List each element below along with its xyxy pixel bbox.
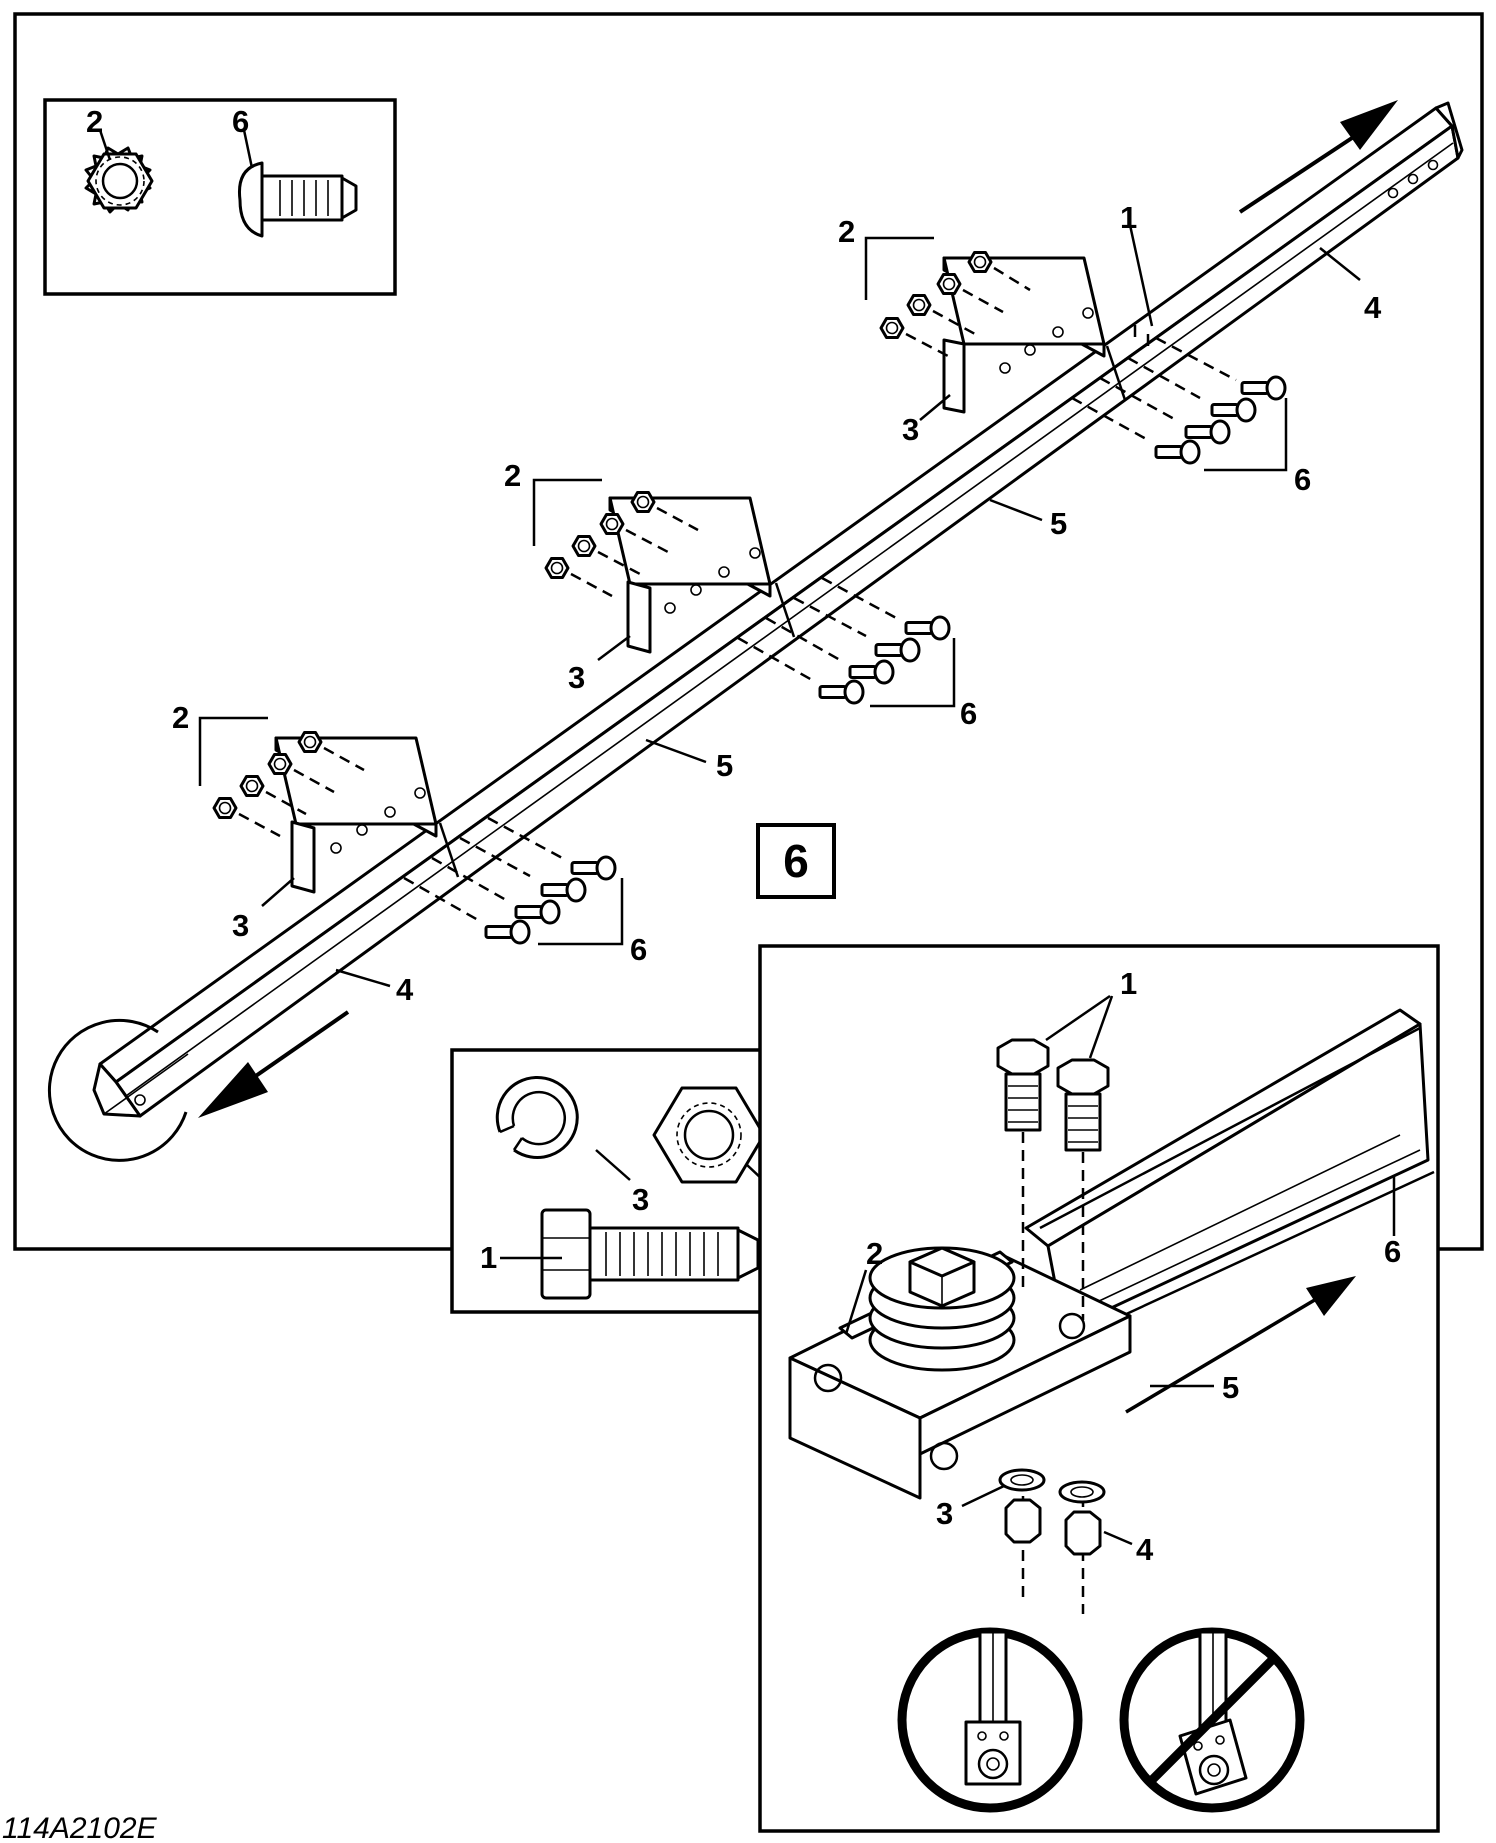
rail-coupler-low [212,731,617,945]
inset-fasteners-label-washer: 3 [632,1182,649,1217]
label-top-coupler-1: 1 [1120,200,1137,235]
label-low-coupler-2: 2 [172,700,189,735]
label-bottom-rail-4: 4 [396,972,414,1007]
rail-coupler-top [879,251,1287,465]
hex-bolt-icon [540,1208,760,1300]
part-code: 114A2102E [2,1812,158,1843]
washer-nut-stack [998,1468,1106,1556]
step-number-box [756,823,836,899]
rail-coupler-middle [544,491,951,705]
direction-arrow-bottom [198,1010,350,1118]
incorrect-orientation-icon [1119,1627,1305,1813]
inset-hardware: 2 6 [43,98,397,296]
correct-orientation-icon [897,1627,1083,1813]
label-top-coupler-2: 2 [838,214,855,249]
label-top-coupler-6: 6 [1294,462,1311,497]
hex-bolt-pair [996,1038,1110,1614]
label-low-coupler-6: 6 [630,932,647,967]
label-mid-coupler-6: 6 [960,696,977,731]
label-top-coupler-3: 3 [902,412,919,447]
rail-section-inset [1024,1008,1435,1342]
lock-washer-icon [495,1075,579,1159]
label-low-rail-5: 5 [716,748,733,783]
direction-arrow-top [1238,100,1398,214]
inset-fasteners-label-bolt: 1 [480,1240,497,1275]
trolley-bracket-icon [788,1246,1132,1500]
label-mid-coupler-2: 2 [504,458,521,493]
label-top-rail-4: 4 [1364,290,1382,325]
inset-bracket-label-washer: 3 [936,1496,953,1531]
callout-leaders-main [198,224,1361,988]
inset-bracket-label-rail: 6 [1384,1234,1401,1269]
inset-bracket: 1 2 6 5 3 4 [758,944,1440,1833]
idler-pulley-circle [47,1018,188,1162]
inset-hardware-label-bolt: 6 [232,104,249,139]
inset-bracket-label-nut: 4 [1136,1532,1154,1567]
inset-bracket-label-bracket: 2 [866,1236,883,1271]
inset-bracket-label-arrow: 5 [1222,1370,1239,1405]
label-mid-coupler-3: 3 [568,660,585,695]
inset-bracket-label-bolts: 1 [1120,966,1137,1001]
carriage-bolt-icon [237,161,358,238]
inset-hardware-label-nut: 2 [86,104,103,139]
label-mid-rail-5: 5 [1050,506,1067,541]
step-number: 6 [783,835,809,887]
lock-nut-icon [84,146,154,214]
hex-nut-icon [652,1086,766,1184]
label-low-coupler-3: 3 [232,908,249,943]
